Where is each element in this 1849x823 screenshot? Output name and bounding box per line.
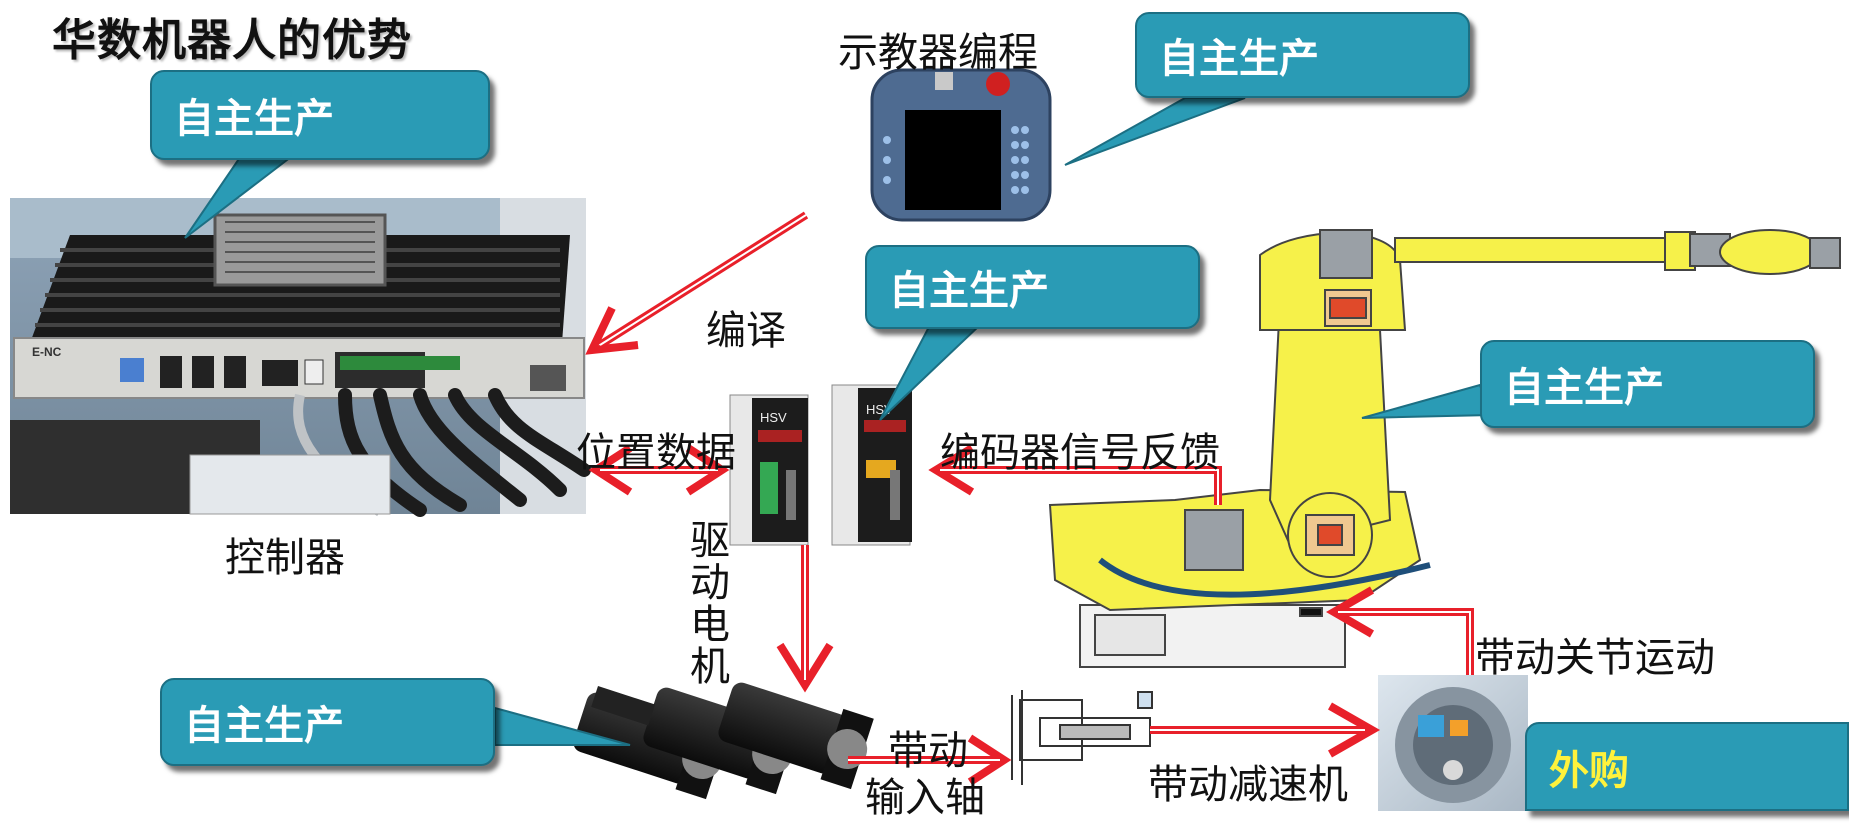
- controller-photo: E-NC: [10, 198, 591, 517]
- callout-controller-text: 自主生产: [174, 96, 334, 142]
- callout-pendant-text: 自主生产: [1159, 36, 1319, 82]
- callout-motor-text: 自主生产: [184, 703, 344, 749]
- input-shaft-drawing: [1011, 690, 1153, 785]
- servo-motors: [573, 682, 874, 800]
- controller-brand-text: E-NC: [32, 345, 62, 359]
- callout-tails: [184, 97, 1492, 746]
- drive-input-label-line2: 输入轴: [865, 775, 985, 821]
- compile-label: 编译: [706, 308, 786, 354]
- joint-motion-arrow: [1326, 586, 1474, 675]
- encoder-feedback-label: 编码器信号反馈: [940, 430, 1220, 476]
- drive-reducer-label: 带动减速机: [1148, 762, 1348, 808]
- controller-label: 控制器: [225, 535, 345, 581]
- callout-pendant: 自主生产: [1135, 12, 1470, 98]
- callout-robot: 自主生产: [1480, 340, 1815, 428]
- reducer-photo: [1378, 675, 1528, 811]
- teach-pendant-device: [870, 68, 1052, 222]
- page-title: 华数机器人的优势: [52, 15, 412, 66]
- pendant-programming-label: 示教器编程: [838, 30, 1038, 76]
- drive-brand-text: HSV: [760, 410, 787, 425]
- drive-joint-label: 带动关节运动: [1475, 635, 1715, 681]
- callout-drive: 自主生产: [865, 245, 1200, 329]
- callout-motor: 自主生产: [160, 678, 495, 766]
- robot-arm-drawing: [1048, 229, 1841, 668]
- callout-robot-text: 自主生产: [1504, 365, 1664, 411]
- callout-reducer: 外购: [1525, 722, 1849, 811]
- callout-drive-text: 自主生产: [889, 268, 1049, 314]
- callout-reducer-text: 外购: [1549, 747, 1629, 794]
- position-data-label: 位置数据: [576, 430, 736, 476]
- servo-drive-units: HSV HSV: [729, 384, 912, 546]
- callout-controller: 自主生产: [150, 70, 490, 160]
- drive-motor-label: 驱动电机: [690, 518, 730, 690]
- drive-input-label-line1: 带动: [888, 728, 968, 774]
